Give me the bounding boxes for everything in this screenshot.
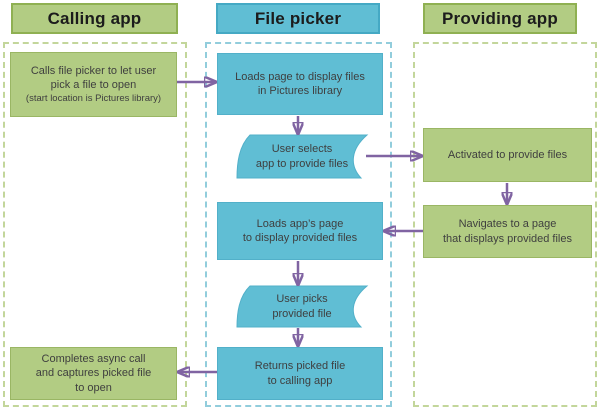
node-label: Calls file picker to let user pick a fil…	[30, 64, 157, 92]
flag-shape	[236, 134, 369, 179]
node-label: Returns picked file to calling app	[254, 360, 346, 387]
node-label: Loads page to display files in Pictures …	[235, 70, 365, 97]
lane-calling-app	[3, 42, 187, 407]
lane-file-picker	[205, 42, 392, 407]
node-label: Navigates to a page that displays provid…	[442, 218, 572, 245]
node-activated-provide-files: Activated to provide files	[423, 128, 592, 182]
header-file-picker: File picker	[216, 3, 380, 34]
node-label: User selects app to provide files	[255, 143, 349, 170]
node-label: Loads app’s page to display provided fil…	[242, 217, 358, 244]
lane-providing-app	[413, 42, 597, 407]
node-loads-page-pictures: Loads page to display files in Pictures …	[217, 53, 383, 115]
node-note: (start location is Pictures library)	[25, 93, 162, 105]
node-calls-file-picker: Calls file picker to let user pick a fil…	[10, 52, 177, 117]
node-user-selects-app: User selects app to provide files	[236, 134, 369, 179]
node-user-picks-file: User picks provided file	[236, 285, 369, 328]
node-label: Activated to provide files	[447, 148, 568, 161]
node-returns-picked-file: Returns picked file to calling app	[217, 347, 383, 400]
flag-shape	[236, 285, 369, 328]
node-label: User picks provided file	[272, 293, 332, 320]
header-calling-app: Calling app	[11, 3, 178, 34]
node-navigates-to-page: Navigates to a page that displays provid…	[423, 205, 592, 258]
header-providing-app: Providing app	[423, 3, 577, 34]
node-label: Completes async call and captures picked…	[35, 353, 152, 394]
node-completes-async-call: Completes async call and captures picked…	[10, 347, 177, 400]
node-loads-app-page: Loads app’s page to display provided fil…	[217, 202, 383, 260]
